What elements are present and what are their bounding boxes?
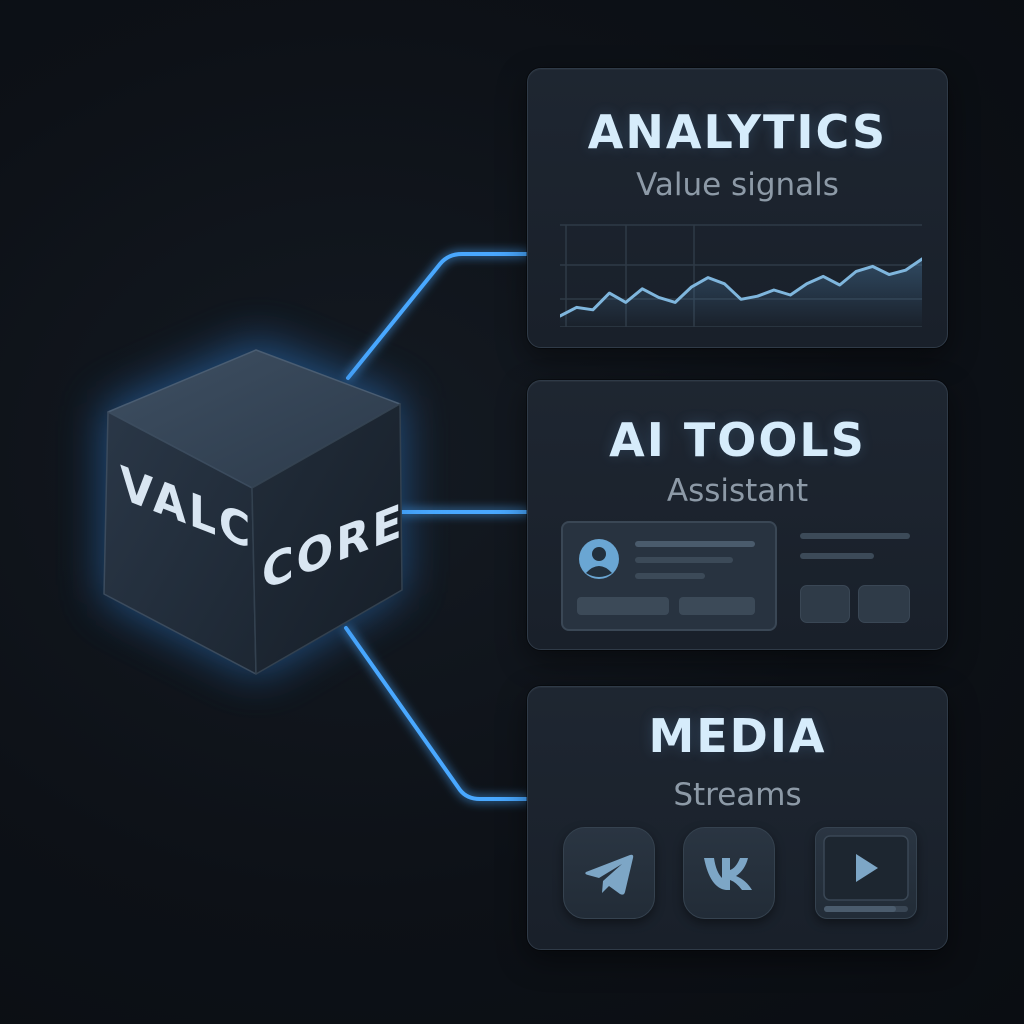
analytics-trend-chart xyxy=(560,224,922,327)
trend-line xyxy=(560,257,922,318)
ai-tools-card[interactable]: AI TOOLS Assistant xyxy=(527,380,948,650)
placeholder-line xyxy=(800,533,910,539)
video-player-icon[interactable] xyxy=(815,827,917,919)
assistant-chat-panel[interactable] xyxy=(561,521,777,631)
connector-analytics xyxy=(346,252,529,380)
message-line xyxy=(635,557,733,563)
trend-area xyxy=(560,259,922,327)
option-tile[interactable] xyxy=(800,585,850,623)
action-bar[interactable] xyxy=(577,597,669,615)
action-bar[interactable] xyxy=(679,597,755,615)
ai-tools-subtitle: Assistant xyxy=(666,473,809,509)
message-line xyxy=(635,573,705,579)
analytics-card[interactable]: ANALYTICS Value signals xyxy=(527,68,948,348)
user-avatar-icon xyxy=(579,539,619,579)
vk-icon[interactable] xyxy=(683,827,775,919)
option-tile[interactable] xyxy=(858,585,910,623)
message-line xyxy=(635,541,755,547)
media-subtitle: Streams xyxy=(673,777,802,813)
analytics-title: ANALYTICS xyxy=(587,105,888,159)
connector-media xyxy=(344,626,529,801)
media-title: MEDIA xyxy=(648,709,827,763)
ai-tools-title: AI TOOLS xyxy=(609,413,866,467)
placeholder-line xyxy=(800,553,874,559)
analytics-subtitle: Value signals xyxy=(636,167,839,203)
telegram-icon[interactable] xyxy=(563,827,655,919)
media-card[interactable]: MEDIA Streams xyxy=(527,686,948,950)
